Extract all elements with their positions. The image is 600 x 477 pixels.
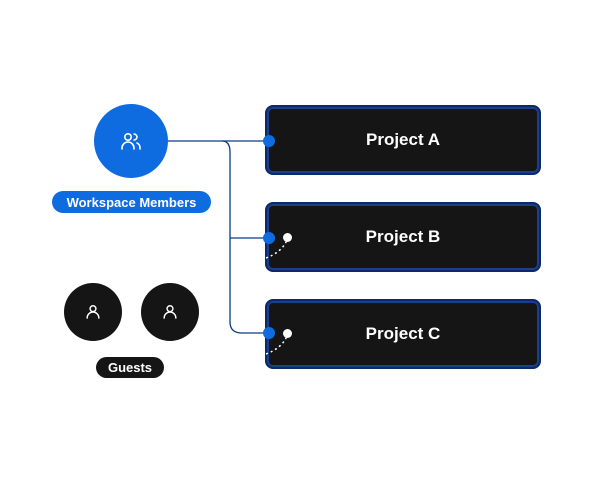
workspace-members-node[interactable] (94, 104, 168, 178)
guest-node[interactable] (64, 283, 122, 341)
project-title: Project C (365, 324, 441, 343)
cursor-dot (283, 329, 292, 338)
connection-point (263, 232, 275, 244)
project-card-a[interactable]: Project A (265, 105, 541, 175)
user-icon (163, 305, 177, 319)
workspace-members-label: Workspace Members (52, 191, 211, 213)
connection-point (263, 327, 275, 339)
project-card-c[interactable]: Project C (265, 299, 541, 369)
connection-point (263, 135, 275, 147)
project-title: Project B (365, 227, 441, 246)
project-title: Project A (365, 130, 440, 149)
project-card-b[interactable]: Project B (265, 202, 541, 272)
guest-node[interactable] (141, 283, 199, 341)
users-icon (121, 133, 141, 150)
cursor-dot (283, 233, 292, 242)
user-icon (86, 305, 100, 319)
guests-label: Guests (96, 357, 164, 378)
